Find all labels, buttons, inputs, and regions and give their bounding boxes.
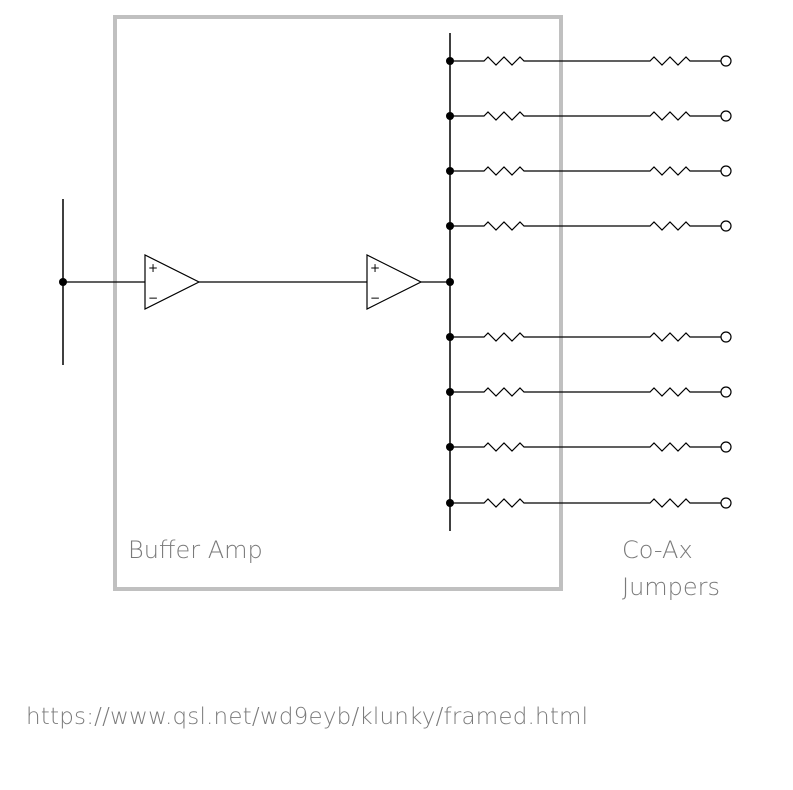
op-amp-2: + − [366,254,423,310]
output-terminal-icon [720,441,732,453]
resistor-pair-wire [450,332,721,342]
output-branch [446,331,732,343]
coax-jumpers-label: Co-Ax Jumpers [622,532,720,606]
output-terminal-icon [720,331,732,343]
output-terminal-icon [720,497,732,509]
op-amp-2-plus: + [370,261,380,275]
buffer-amp-frame [113,15,563,591]
output-terminal-icon [720,110,732,122]
resistor-pair-wire [450,166,721,176]
resistor-pair-wire [450,56,721,66]
output-branch [446,497,732,509]
output-branch [446,110,732,122]
op-amp-1-minus: − [148,291,158,305]
output-branch [446,165,732,177]
output-branches [446,55,732,509]
source-url: https://www.qsl.net/wd9eyb/klunky/framed… [26,704,589,730]
resistor-pair-wire [450,387,721,397]
coax-label-line-2: Jumpers [622,573,721,601]
output-branch [446,441,732,453]
output-junction-dot [446,278,454,286]
output-terminal-icon [720,220,732,232]
op-amp-1-plus: + [148,261,158,275]
output-branch [446,220,732,232]
resistor-pair-wire [450,221,721,231]
op-amp-1: + − [144,254,201,310]
output-terminal-icon [720,55,732,67]
op-amp-2-minus: − [370,291,380,305]
output-terminal-icon [720,165,732,177]
output-branch [446,386,732,398]
buffer-amp-label: Buffer Amp [128,536,263,564]
output-branch [446,55,732,67]
resistor-pair-wire [450,111,721,121]
coax-label-line-1: Co-Ax [622,536,693,564]
output-terminal-icon [720,386,732,398]
resistor-pair-wire [450,442,721,452]
resistor-pair-wire [450,498,721,508]
